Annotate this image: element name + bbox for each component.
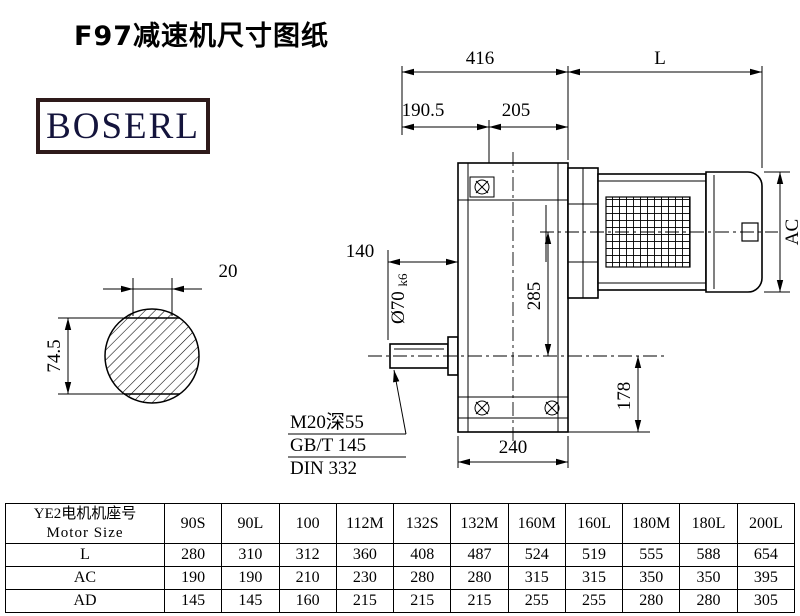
table-cell: 305 <box>736 589 796 613</box>
table-cell: 519 <box>564 543 624 567</box>
table-cell: 588 <box>679 543 738 567</box>
table-cell: 255 <box>564 589 624 613</box>
size-header: 90L <box>221 503 280 544</box>
table-cell: 280 <box>163 543 223 567</box>
table-cell: 310 <box>221 543 280 567</box>
table-cell: 487 <box>450 543 509 567</box>
note-thread: M20深55 <box>290 411 364 433</box>
row-label: AD <box>5 589 165 613</box>
table-cell: 280 <box>450 566 509 590</box>
size-header: 160L <box>564 503 624 544</box>
table-cell: 312 <box>278 543 337 567</box>
table-cell: 160 <box>278 589 337 613</box>
table-cell: 408 <box>393 543 452 567</box>
note-gb-standard: GB/T 145 <box>290 435 366 456</box>
size-header: 112M <box>335 503 395 544</box>
size-header: 90S <box>163 503 223 544</box>
table-cell: 190 <box>163 566 223 590</box>
row-label: AC <box>5 566 165 590</box>
dim-416-label: 416 <box>466 48 495 69</box>
dim-74.5-label: 74.5 <box>44 339 65 372</box>
shaft-tolerance: k6 <box>395 273 410 287</box>
dim-205-label: 205 <box>502 100 531 121</box>
dim-140-label: 140 <box>346 241 375 262</box>
housing-details <box>394 163 715 432</box>
corner-header-cn: YE2电机机座号 <box>33 506 137 523</box>
size-header: 180M <box>622 503 681 544</box>
size-header: 180L <box>679 503 738 544</box>
table-cell: 145 <box>163 589 223 613</box>
leader-line <box>393 369 407 435</box>
size-header: 100 <box>278 503 337 544</box>
table-cell: 315 <box>507 566 566 590</box>
table-cell: 215 <box>335 589 395 613</box>
table-cell: 255 <box>507 589 566 613</box>
table-cell: 215 <box>393 589 452 613</box>
corner-header-en: Motor Size <box>46 524 124 541</box>
table-cell: 524 <box>507 543 566 567</box>
table-cell: 280 <box>622 589 681 613</box>
table-cell: 190 <box>221 566 280 590</box>
table-cell: 555 <box>622 543 681 567</box>
size-header: 132M <box>450 503 509 544</box>
reducer-motor-view <box>389 162 763 433</box>
shaft-dia-value: Ø70 <box>388 291 409 324</box>
size-header: 200L <box>736 503 796 544</box>
table-cell: 280 <box>393 566 452 590</box>
table-corner-header: YE2电机机座号 Motor Size <box>5 503 165 544</box>
table-cell: 395 <box>736 566 796 590</box>
shaft-section-circle <box>104 308 200 404</box>
table-cell: 280 <box>679 589 738 613</box>
brand-logo: BOSERL <box>36 98 210 154</box>
dim-AC-label: AC <box>782 219 800 245</box>
dim-240-label: 240 <box>499 437 528 458</box>
centerlines <box>368 152 778 442</box>
dim-285-label: 285 <box>524 282 545 311</box>
dim-190.5-label: 190.5 <box>402 100 445 121</box>
note-din-standard: DIN 332 <box>290 458 357 479</box>
technical-drawing: 20 74.5 416 L 190.5 205 140 Ø70 k6 285 1… <box>44 48 800 479</box>
dim-shaft-dia-label: Ø70 k6 <box>388 273 410 324</box>
table-cell: 654 <box>736 543 796 567</box>
size-header: 132S <box>393 503 452 544</box>
row-label: L <box>5 543 165 567</box>
page-title: F97减速机尺寸图纸 <box>74 21 330 52</box>
table-cell: 145 <box>221 589 280 613</box>
table-cell: 350 <box>622 566 681 590</box>
bolt-symbols <box>474 179 560 416</box>
table-cell: 360 <box>335 543 395 567</box>
dimension-lines <box>58 66 790 468</box>
table-cell: 215 <box>450 589 509 613</box>
dim-20-label: 20 <box>219 261 238 282</box>
table-cell: 210 <box>278 566 337 590</box>
size-header: 160M <box>507 503 566 544</box>
table-cell: 315 <box>564 566 624 590</box>
dim-178-label: 178 <box>614 382 635 411</box>
dim-L-label: L <box>654 48 666 69</box>
shaft-end-view <box>104 308 200 404</box>
table-cell: 230 <box>335 566 395 590</box>
table-cell: 350 <box>679 566 738 590</box>
